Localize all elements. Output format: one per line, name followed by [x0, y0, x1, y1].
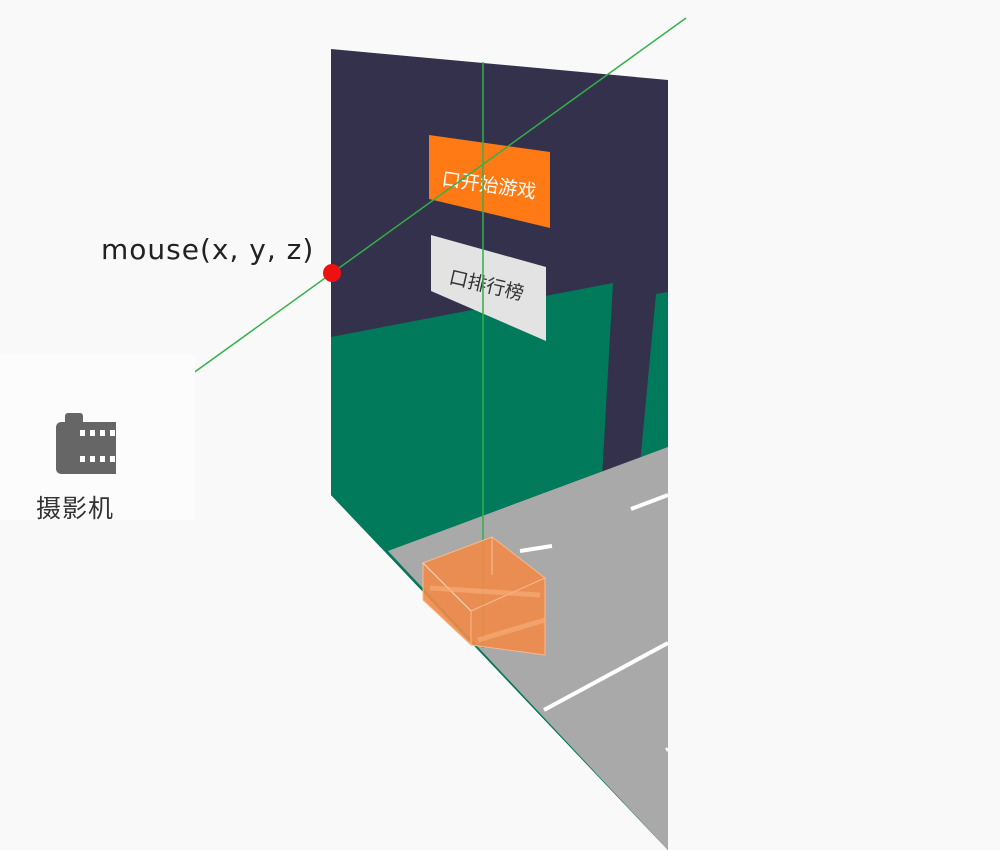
orange-box — [422, 536, 546, 656]
start-game-button-shape: 口开始游戏 — [429, 135, 550, 228]
projection-plane: 口开始游戏 口排行榜 — [331, 49, 669, 850]
camera-label: 摄影机 — [36, 494, 115, 523]
camera-ray — [109, 17, 687, 434]
mouse-point-marker — [323, 264, 341, 282]
grass-strip-right — [640, 292, 668, 464]
lane-markings — [519, 493, 669, 752]
mouse-point-label: mouse(x, y, z) — [101, 233, 315, 266]
camera-icon — [56, 413, 116, 474]
leaderboard-button-shape: 口排行榜 — [431, 235, 546, 341]
